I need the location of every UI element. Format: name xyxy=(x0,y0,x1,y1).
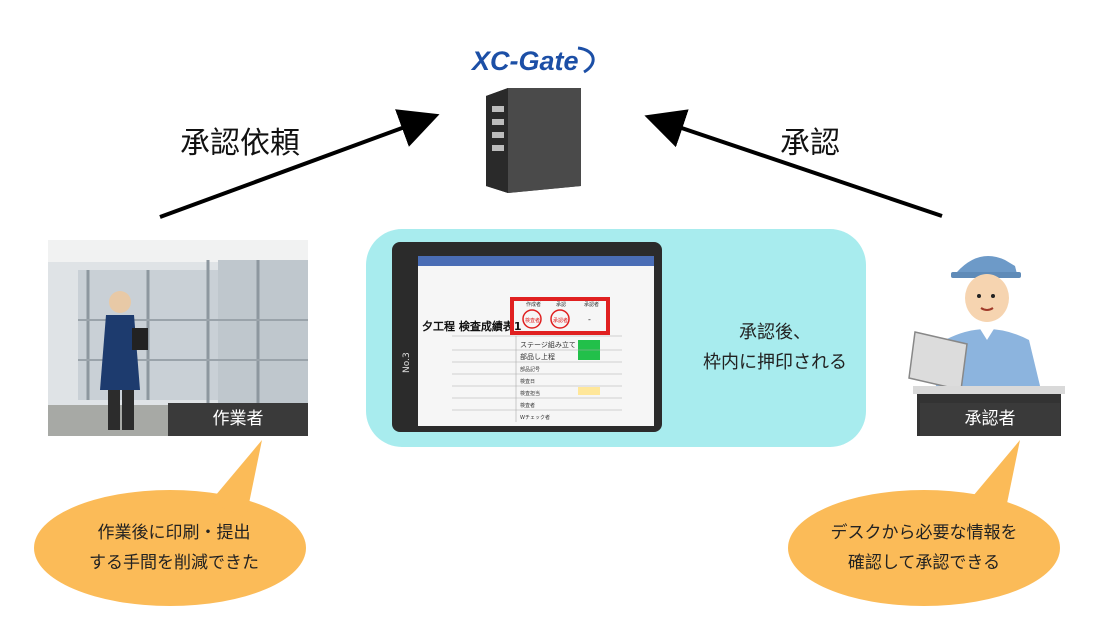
stamp-header-2: 承認 xyxy=(556,301,566,308)
worker-caption: 作業者 xyxy=(168,403,308,436)
center-text-line1: 承認後、 xyxy=(739,322,811,343)
stamp-mark-1: 検査者 xyxy=(525,317,540,324)
tablet-photo: No.3 夕工程 検査成績表1 作成者 承認 承認者 検査者 承認者 - ステー… xyxy=(392,242,662,432)
approve-label: 承認 xyxy=(780,126,840,161)
sheet-row-5: 検査担当 xyxy=(520,390,540,397)
right-bubble-line2: 確認して承認できる xyxy=(847,553,1001,573)
sheet-title: 夕工程 検査成績表1 xyxy=(422,319,521,333)
right-bubble-line1: デスクから必要な情報を xyxy=(830,523,1018,543)
sheet-row-6: 検査者 xyxy=(520,402,535,409)
logo-swoosh xyxy=(577,46,595,74)
sheet-row-7: Wチェック者 xyxy=(520,415,550,421)
approver-caption: 承認者 xyxy=(920,403,1060,436)
stamp-mark-2: 承認者 xyxy=(553,317,568,324)
sheet-row-4: 検査日 xyxy=(520,378,535,385)
left-bubble-line1: 作業後に印刷・提出 xyxy=(97,523,251,543)
stamp-highlight-frame xyxy=(510,297,610,335)
status-cell-yellow xyxy=(578,387,600,395)
right-bubble-text: デスクから必要な情報を 確認して承認できる xyxy=(794,518,1054,578)
logo-text: XC-Gate xyxy=(470,46,579,76)
worker-photo: 作業者 xyxy=(48,240,308,436)
stamp-seal-2 xyxy=(550,309,570,329)
approver-illustration: 承認者 xyxy=(905,240,1075,436)
left-speech-bubble xyxy=(34,440,306,606)
stamp-header-3: 承認者 xyxy=(584,301,599,308)
device-label: No.3 xyxy=(402,352,412,373)
left-bubble-text: 作業後に印刷・提出 する手間を削減できた xyxy=(44,518,304,578)
stamp-mark-3: - xyxy=(588,315,591,324)
sheet-row-3: 部品記号 xyxy=(520,366,540,373)
sheet-row-2: 部品し上程 xyxy=(520,352,555,361)
stamp-seal-1 xyxy=(522,309,542,329)
server-icon xyxy=(486,88,581,193)
sheet-row-1: ステージ組み立て xyxy=(520,340,576,349)
request-label: 承認依頼 xyxy=(180,126,300,161)
center-text-line2: 枠内に押印される xyxy=(703,352,847,373)
right-speech-bubble xyxy=(788,440,1060,606)
stamp-header-1: 作成者 xyxy=(526,301,541,308)
xc-gate-logo: XC-Gate xyxy=(470,46,595,76)
center-description: 承認後、 枠内に押印される xyxy=(690,318,860,378)
left-bubble-line2: する手間を削減できた xyxy=(89,553,259,573)
